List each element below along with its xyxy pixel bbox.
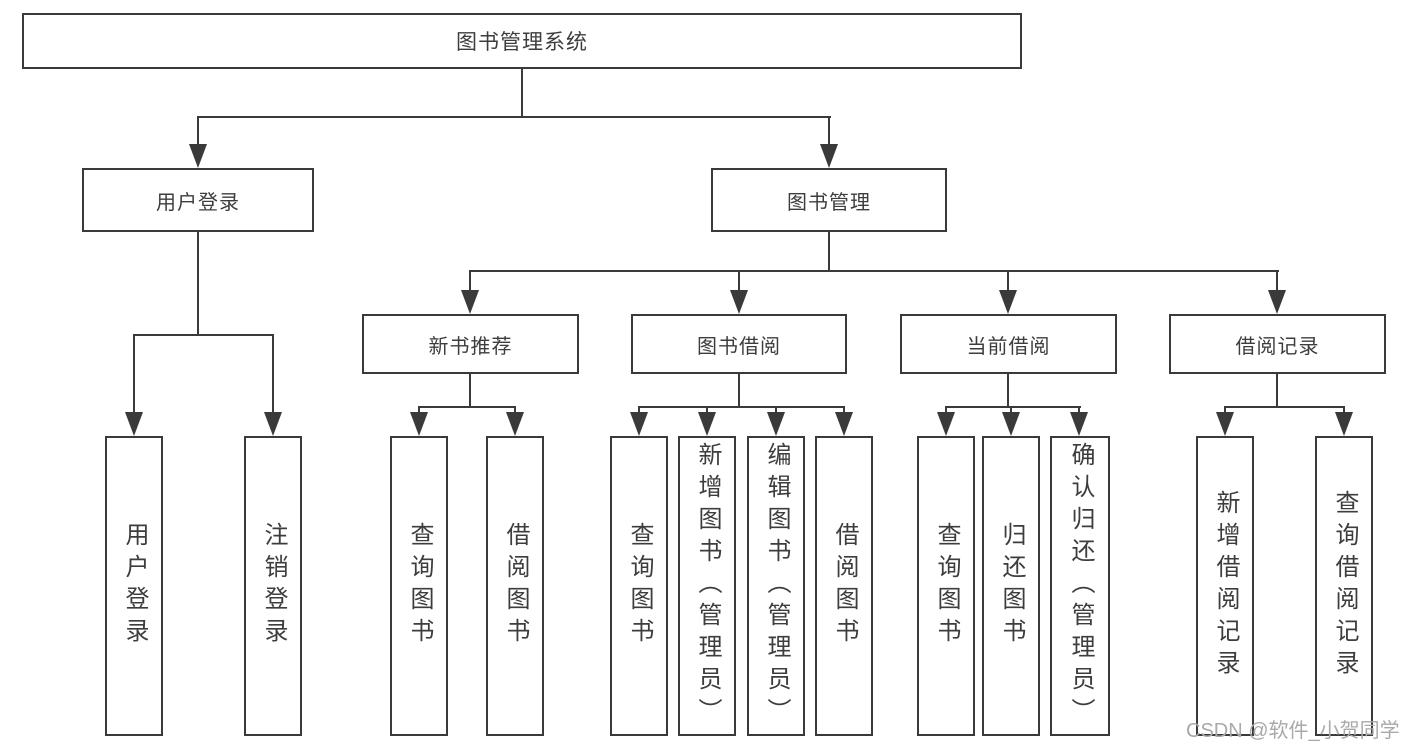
leaf-confirm-return-admin: 确认归还（管理员） [1050,436,1110,736]
arrowhead-icon [820,144,838,168]
arrow-into-leaf-edit-book [767,407,785,436]
arrow-into-leaf-query-record [1335,407,1353,436]
csdn-watermark: CSDN @软件_小贺同学 [1186,720,1400,742]
arrowhead-icon [1268,290,1286,314]
node-current-borrow: 当前借阅 [900,314,1117,374]
node-borrow-records: 借阅记录 [1169,314,1386,374]
arrow-into-leaf-confirm-return [1070,407,1088,436]
arrow-into-current-borrow [999,271,1017,314]
leaf-query-books-current: 查询图书 [917,436,975,736]
arrow-into-leaf-query-books-1 [410,407,428,436]
connector-book-borrow-stem [738,374,740,408]
connector-recommend-rail [418,406,516,408]
arrowhead-icon [630,412,648,436]
leaf-user-login: 用户登录 [105,436,163,736]
arrow-into-leaf-user-login [125,335,143,436]
arrowhead-icon [1335,412,1353,436]
arrow-into-leaf-query-books-3 [937,407,955,436]
arrow-into-user-login-branch [189,117,207,168]
leaf-return-book: 归还图书 [982,436,1040,736]
node-book-borrow: 图书借阅 [631,314,847,374]
arrow-into-book-borrow [730,271,748,314]
leaf-edit-book-admin: 编辑图书（管理员） [747,436,805,736]
arrowhead-icon [698,412,716,436]
connector-level2-rail [197,116,831,118]
arrowhead-icon [264,412,282,436]
arrow-into-leaf-return-book [1002,407,1020,436]
connector-records-stem [1276,374,1278,408]
arrow-into-leaf-logout [264,335,282,436]
node-user-login: 用户登录 [82,168,314,232]
arrowhead-icon [506,412,524,436]
leaf-borrow-books-recommend: 借阅图书 [486,436,544,736]
connector-book-management-stem [828,232,830,272]
arrowhead-icon [730,290,748,314]
arrowhead-icon [125,412,143,436]
connector-root-stem [521,69,523,117]
arrowhead-icon [937,412,955,436]
arrowhead-icon [461,290,479,314]
connector-recommend-stem [469,374,471,408]
arrowhead-icon [767,412,785,436]
arrowhead-icon [1070,412,1088,436]
connector-level3-rail [469,270,1279,272]
node-library-system: 图书管理系统 [22,13,1022,69]
arrow-into-leaf-query-books-2 [630,407,648,436]
leaf-query-books-recommend: 查询图书 [390,436,448,736]
connector-records-rail [1224,406,1345,408]
arrow-into-leaf-add-record [1216,407,1234,436]
connector-current-borrow-rail [945,406,1081,408]
arrowhead-icon [1002,412,1020,436]
leaf-add-book-admin: 新增图书（管理员） [678,436,736,736]
arrow-into-leaf-borrow-books-1 [506,407,524,436]
leaf-query-books-borrow: 查询图书 [610,436,668,736]
arrow-into-new-book-recommend [461,271,479,314]
node-book-management: 图书管理 [711,168,947,232]
arrow-into-book-management-branch [820,117,838,168]
arrowhead-icon [189,144,207,168]
arrow-into-leaf-borrow-books-2 [835,407,853,436]
arrowhead-icon [410,412,428,436]
connector-book-borrow-rail [638,406,845,408]
leaf-add-borrow-record: 新增借阅记录 [1196,436,1254,736]
arrow-into-borrow-records [1268,271,1286,314]
arrowhead-icon [999,290,1017,314]
leaf-logout: 注销登录 [244,436,302,736]
node-new-book-recommend: 新书推荐 [362,314,579,374]
connector-user-login-stem [197,232,199,336]
connector-current-borrow-stem [1007,374,1009,408]
arrowhead-icon [835,412,853,436]
connector-user-login-rail [133,334,274,336]
arrow-into-leaf-add-book [698,407,716,436]
arrowhead-icon [1216,412,1234,436]
leaf-borrow-books-borrow: 借阅图书 [815,436,873,736]
leaf-query-borrow-record: 查询借阅记录 [1315,436,1373,736]
